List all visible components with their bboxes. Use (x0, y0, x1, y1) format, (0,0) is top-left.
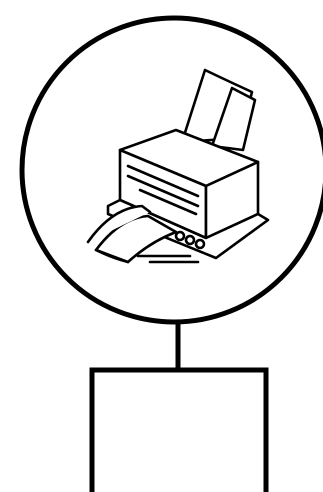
printer-node (22, 18, 323, 322)
device-box (92, 370, 266, 492)
cancel-button-icon (196, 240, 204, 248)
power-button-icon (176, 232, 184, 240)
feed-button-icon (186, 236, 194, 244)
